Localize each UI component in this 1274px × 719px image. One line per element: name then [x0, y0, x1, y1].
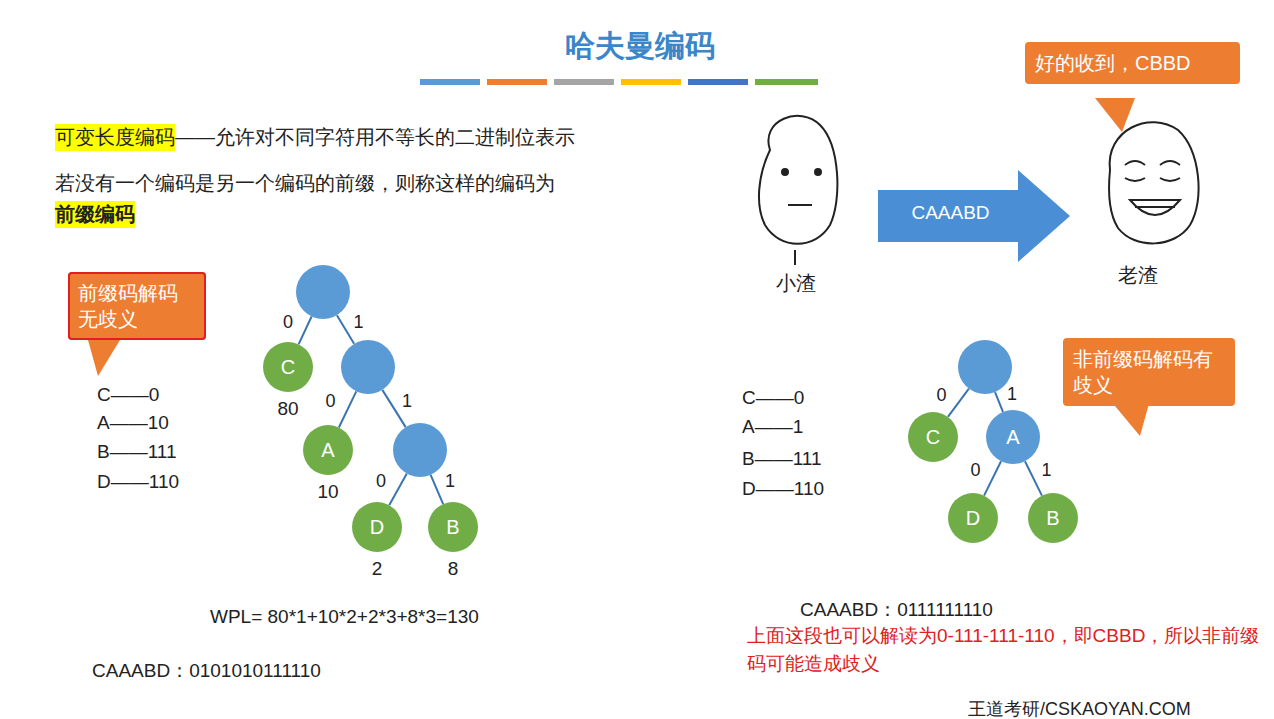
text-label: 上面这段也可以解读为0-111-111-110，即CBBD，所以非前缀码可能造成… [747, 622, 1267, 677]
tree-node [393, 423, 447, 477]
text-label: C——0 [97, 384, 159, 406]
text-label: 老渣 [1118, 262, 1158, 289]
edge-label: 1 [445, 471, 455, 492]
tree-node: C80 [263, 342, 313, 392]
node-letter: B [446, 516, 459, 539]
callout-box: 好的收到，CBBD [1025, 42, 1240, 84]
node-letter: C [926, 426, 940, 449]
text-label: A——10 [97, 412, 169, 434]
node-letter: C [281, 356, 295, 379]
node-letter: A [321, 439, 334, 462]
arrow-body [878, 170, 1070, 262]
title-bars [420, 79, 818, 85]
tree-node [958, 340, 1012, 394]
tree-edge [984, 461, 1001, 495]
tree-node: D2 [352, 502, 402, 552]
tree-node: A [986, 410, 1040, 464]
edge-label: 1 [1007, 384, 1017, 405]
text-label: B——111 [742, 448, 822, 470]
arrow-text: CAAABD [878, 202, 1023, 224]
node-letter: D [370, 516, 384, 539]
text-label: A——1 [742, 416, 803, 438]
tree-edge [337, 315, 354, 344]
callout-pointer [88, 340, 120, 376]
callout-pointer [1095, 98, 1135, 132]
weight-number: 2 [372, 558, 383, 580]
edge-label: 0 [376, 471, 386, 492]
face-xiaozha [759, 116, 837, 265]
edge-label: 1 [402, 391, 412, 412]
tree-edge [389, 474, 407, 506]
weight-number: 80 [277, 398, 298, 420]
tree-edge [431, 475, 444, 504]
tree-edge [948, 389, 969, 417]
tree-edge [299, 316, 312, 344]
tree-edge [995, 392, 1003, 412]
callout-text: 前缀码解码无歧义 [78, 280, 196, 332]
edge-label: 0 [971, 460, 981, 481]
text-label: 可变长度编码 [55, 124, 175, 151]
text-label: 小渣 [776, 270, 816, 297]
title: 哈夫曼编码 [565, 26, 715, 67]
callout-text: 非前缀码解码有歧义 [1073, 346, 1225, 398]
text-label: C——0 [742, 387, 804, 409]
node-letter: D [966, 507, 980, 530]
callout-text: 好的收到，CBBD [1035, 50, 1230, 76]
text-label: 王道考研/CSKAOYAN.COM [968, 697, 1191, 719]
tree-node: D [948, 493, 998, 543]
tree-node: C [908, 412, 958, 462]
tree-node: B8 [428, 502, 478, 552]
face-laozha [1109, 122, 1199, 243]
tree-node: A10 [303, 425, 353, 475]
text-label: D——110 [97, 471, 179, 493]
tree-node [341, 340, 395, 394]
tree-node: B [1028, 493, 1078, 543]
text-label: D——110 [742, 478, 824, 500]
arrow-shape: CAAABD [878, 170, 1070, 262]
tree-edge [1025, 461, 1042, 495]
text-label: CAAABD：0101010111110 [92, 658, 321, 684]
tree-node [296, 265, 350, 319]
text-label: 前缀编码 [55, 201, 135, 228]
edge-label: 1 [1041, 460, 1051, 481]
text-label: B——111 [97, 441, 177, 463]
text-label: ——允许对不同字符用不等长的二进制位表示 [175, 124, 575, 151]
edge-label: 0 [326, 391, 336, 412]
weight-number: 10 [317, 481, 338, 503]
tree-edge [339, 391, 356, 427]
node-letter: B [1046, 507, 1059, 530]
edge-label: 1 [354, 312, 364, 333]
edge-label: 0 [283, 312, 293, 333]
text-label: CAAABD：0111111110 [800, 597, 993, 623]
text-label: 若没有一个编码是另一个编码的前缀，则称这样的编码为 [55, 170, 555, 197]
node-letter: A [1006, 426, 1019, 449]
edge-label: 0 [936, 385, 946, 406]
weight-number: 8 [448, 558, 459, 580]
callout-box: 非前缀码解码有歧义 [1063, 338, 1235, 406]
text-label: WPL= 80*1+10*2+2*3+8*3=130 [210, 606, 479, 628]
callout-box: 前缀码解码无歧义 [68, 272, 206, 340]
